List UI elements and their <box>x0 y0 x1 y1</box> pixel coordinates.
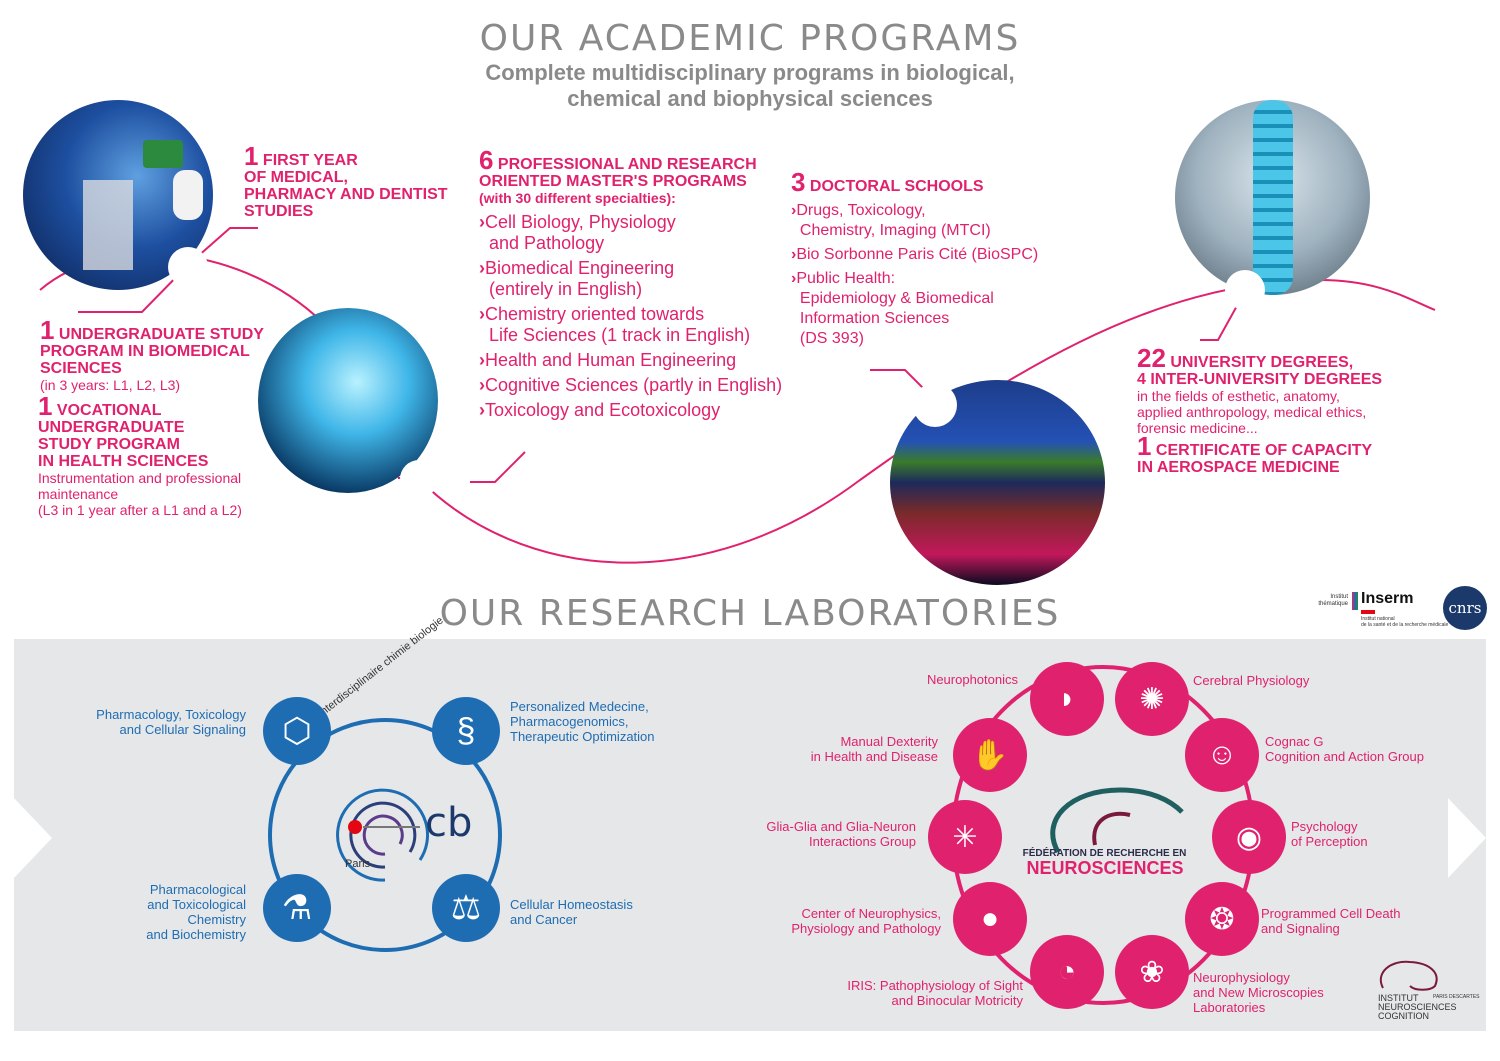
connector-dot <box>913 383 957 427</box>
panel-notch-left <box>14 798 52 878</box>
brain-icon: ✺ <box>1115 662 1189 736</box>
aerospace-certificate: 1 CERTIFICATE OF CAPACITY IN AEROSPACE M… <box>1137 431 1373 476</box>
lab-cerebral-physiology: Cerebral Physiology <box>1193 673 1310 688</box>
inc-logo-small: PARIS DESCARTES <box>1433 994 1480 1000</box>
cell-death-icon: ❂ <box>1185 882 1259 956</box>
list-item: ›Drugs, Toxicology, Chemistry, Imaging (… <box>791 202 991 239</box>
dna-icon: § <box>432 697 500 765</box>
masters-programs: 6 PROFESSIONAL AND RESEARCH ORIENTED MAS… <box>479 147 809 425</box>
list-item: ›Public Health: Epidemiology & Biomedica… <box>791 270 994 347</box>
undergraduate-program: 1 UNDERGRADUATE STUDY PROGRAM IN BIOMEDI… <box>40 315 264 393</box>
neurophotonics-icon: ◗ <box>1030 662 1104 736</box>
connector-dot <box>1225 270 1265 310</box>
connector-dot <box>168 247 208 287</box>
list-item: ›Health and Human Engineering <box>479 350 737 370</box>
page-subtitle: Complete multidisciplinary programs in b… <box>485 60 1015 111</box>
list-item: ›Bio Sorbonne Paris Cité (BioSPC) <box>791 246 1039 263</box>
molecule-icon: ⬡ <box>263 697 331 765</box>
labs-section-title: OUR RESEARCH LABORATORIES <box>439 593 1061 634</box>
list-item: ›Cognitive Sciences (partly in English) <box>479 375 783 395</box>
federation-label-small: FÉDÉRATION DE RECHERCHE EN <box>1022 848 1187 859</box>
lab-microscope-image <box>23 100 213 290</box>
lab-neurophotonics: Neurophotonics <box>926 672 1018 687</box>
list-item: ›Biomedical Engineering (entirely in Eng… <box>479 258 675 299</box>
university-degrees: 22 UNIVERSITY DEGREES, 4 INTER-UNIVERSIT… <box>1137 343 1383 436</box>
list-item: ›Chemistry oriented towards Life Science… <box>479 304 751 345</box>
doctoral-schools: 3 DOCTORAL SCHOOLS ›Drugs, Toxicology, C… <box>791 169 1081 353</box>
neuron-icon: ✳ <box>928 800 1002 874</box>
first-year-program: 1 FIRST YEAR OF MEDICAL, PHARMACY AND DE… <box>244 141 448 220</box>
people-icon: ☺ <box>1185 718 1259 792</box>
flask-icon: ⚗ <box>263 874 331 942</box>
eye-icon: ◔ <box>1030 935 1104 1009</box>
senses-icon: ◉ <box>1212 800 1286 874</box>
cells-icon: ● <box>953 882 1027 956</box>
ccb-ring <box>268 718 502 952</box>
list-item: ›Toxicology and Ecotoxicology <box>479 400 721 420</box>
lab-neurophysics: Center of Neurophysics,Physiology and Pa… <box>791 906 941 936</box>
connector-dot <box>400 460 438 498</box>
lab-personalized-medicine: Personalized Medecine,Pharmacogenomics,T… <box>510 699 655 744</box>
federation-label-large: NEUROSCIENCES <box>1026 858 1184 878</box>
ccb-paris-label: Paris <box>345 858 371 870</box>
microscopy-icon: ❀ <box>1115 935 1189 1009</box>
ccb-logo-text: cb <box>425 800 473 846</box>
inc-brain-logo <box>1380 960 1438 991</box>
scales-icon: ⚖ <box>432 874 500 942</box>
list-item: ›Cell Biology, Physiology and Pathology <box>479 212 676 253</box>
page-title: OUR ACADEMIC PROGRAMS <box>479 18 1021 59</box>
vocational-program: 1 VOCATIONAL UNDERGRADUATE STUDY PROGRAM… <box>38 391 242 518</box>
hand-icon: ✋ <box>953 718 1027 792</box>
glassware-image <box>1175 100 1370 295</box>
cnrs-logo: cnrs <box>1443 586 1487 630</box>
panel-notch-right <box>1448 798 1486 878</box>
